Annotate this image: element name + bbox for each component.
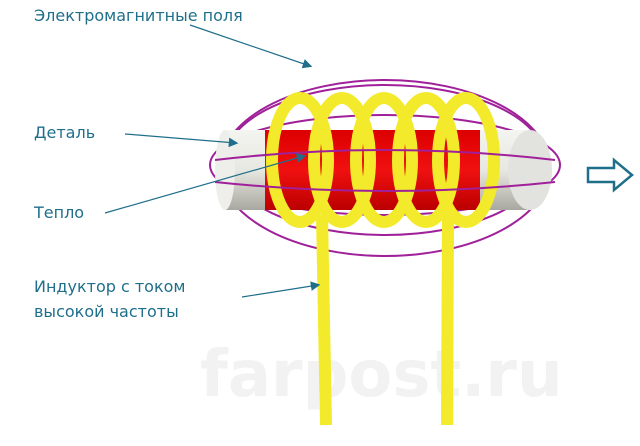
watermark: farpost.ru bbox=[200, 338, 563, 412]
label-inductor-line2: высокой частоты bbox=[34, 302, 179, 321]
part-cylinder bbox=[215, 130, 552, 210]
leader-lines bbox=[104, 24, 321, 298]
inductor-coil bbox=[266, 92, 500, 426]
label-part: Деталь bbox=[34, 123, 96, 142]
right-arrow-icon bbox=[586, 157, 634, 193]
label-electromagnetic-fields: Электромагнитные поля bbox=[34, 6, 243, 25]
label-heat: Тепло bbox=[34, 203, 85, 222]
label-inductor-line1: Индуктор с током bbox=[34, 277, 186, 296]
field-lines-front bbox=[214, 149, 556, 192]
